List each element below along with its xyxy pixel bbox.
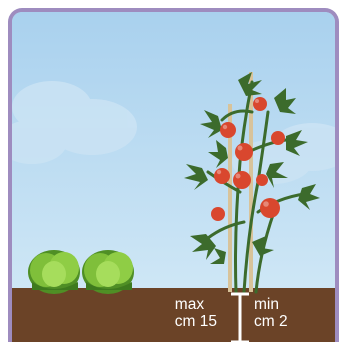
min-depth-label: min cm 2 xyxy=(254,296,288,330)
max-label: max xyxy=(175,296,217,313)
lettuce-head-left xyxy=(28,250,80,294)
lettuce-head-right xyxy=(82,250,134,294)
max-depth-label: max cm 15 xyxy=(175,296,217,330)
min-label: min xyxy=(254,296,288,313)
illustration-card: max cm 15 min cm 2 xyxy=(8,8,339,342)
garden-scene xyxy=(12,12,339,342)
max-value: cm 15 xyxy=(175,313,217,330)
min-value: cm 2 xyxy=(254,313,288,330)
